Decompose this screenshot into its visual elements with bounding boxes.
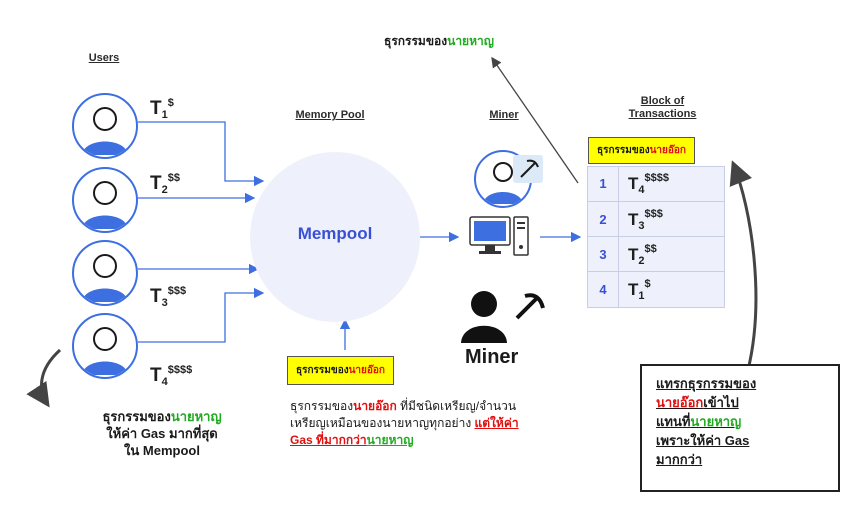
block-row-number: 2 — [588, 202, 619, 237]
pickaxe-badge — [513, 155, 543, 183]
user-icon — [82, 107, 128, 155]
arrow-user4 — [138, 287, 265, 343]
block-row-tx: T2$$ — [628, 243, 657, 267]
left-note: ธุรกรรมของนายหาญ ให้ค่า Gas มากที่สุด ใน… — [102, 409, 222, 458]
memory-pool-header: Memory Pool — [295, 109, 365, 121]
user-tx-label-1: T1$ — [150, 97, 174, 121]
insert-callout: แทรกธุรกรรมของ นายอ๊อกเข้าไป แทนที่นายหา… — [640, 364, 840, 492]
block-table: 1 T4$$$$ 2 T3$$$ 3 T2$$ 4 T1$ — [587, 166, 725, 308]
miner-header: Miner — [489, 109, 519, 121]
arrow-block-top — [491, 56, 579, 184]
user-tx-label-3: T3$$$ — [150, 285, 187, 309]
user-icon — [82, 181, 128, 229]
block-row-tx: T3$$$ — [628, 208, 663, 232]
user-avatar-4 — [72, 313, 138, 379]
block-row: 3 T2$$ — [588, 236, 724, 272]
user-avatar-3 — [72, 240, 138, 306]
block-row: 2 T3$$$ — [588, 201, 724, 237]
mempool-highlight-box: ธุรกรรมของนายอ๊อก — [287, 356, 394, 385]
users-header: Users — [88, 52, 120, 64]
arrow-callout-block — [729, 160, 758, 371]
miner-big-label: Miner — [465, 346, 519, 368]
user-tx-label-2: T2$$ — [150, 172, 180, 196]
pickaxe-icon — [520, 159, 539, 178]
block-row-number: 4 — [588, 272, 619, 307]
mempool-circle: Mempool — [250, 152, 420, 322]
block-row-tx: T1$ — [628, 278, 651, 302]
block-highlight-box: ธุรกรรมของนายอ๊อก — [588, 137, 695, 164]
computer-icon — [469, 216, 529, 256]
block-row: 1 T4$$$$ — [588, 166, 724, 201]
mempool-label: Mempool — [297, 224, 373, 243]
user-icon — [82, 327, 128, 375]
top-transaction-label: ธุรกรรมของนายหาญ — [384, 34, 494, 48]
user-icon — [82, 254, 128, 302]
arrow-curve-left — [26, 348, 62, 408]
block-row-number: 1 — [588, 166, 619, 201]
user-avatar-2 — [72, 167, 138, 233]
miner-person-icon — [461, 291, 545, 343]
user-tx-label-4: T4$$$$ — [150, 364, 193, 388]
block-row-number: 3 — [588, 237, 619, 272]
arrow-user1 — [138, 121, 265, 187]
block-row-tx: T4$$$$ — [628, 172, 669, 196]
user-icon — [483, 162, 523, 204]
user-avatar-1 — [72, 93, 138, 159]
middle-note: ธุรกรรมของนายอ๊อก ที่มีชนิดเหรียญ/จำนวน … — [290, 399, 519, 447]
block-row: 4 T1$ — [588, 271, 724, 307]
